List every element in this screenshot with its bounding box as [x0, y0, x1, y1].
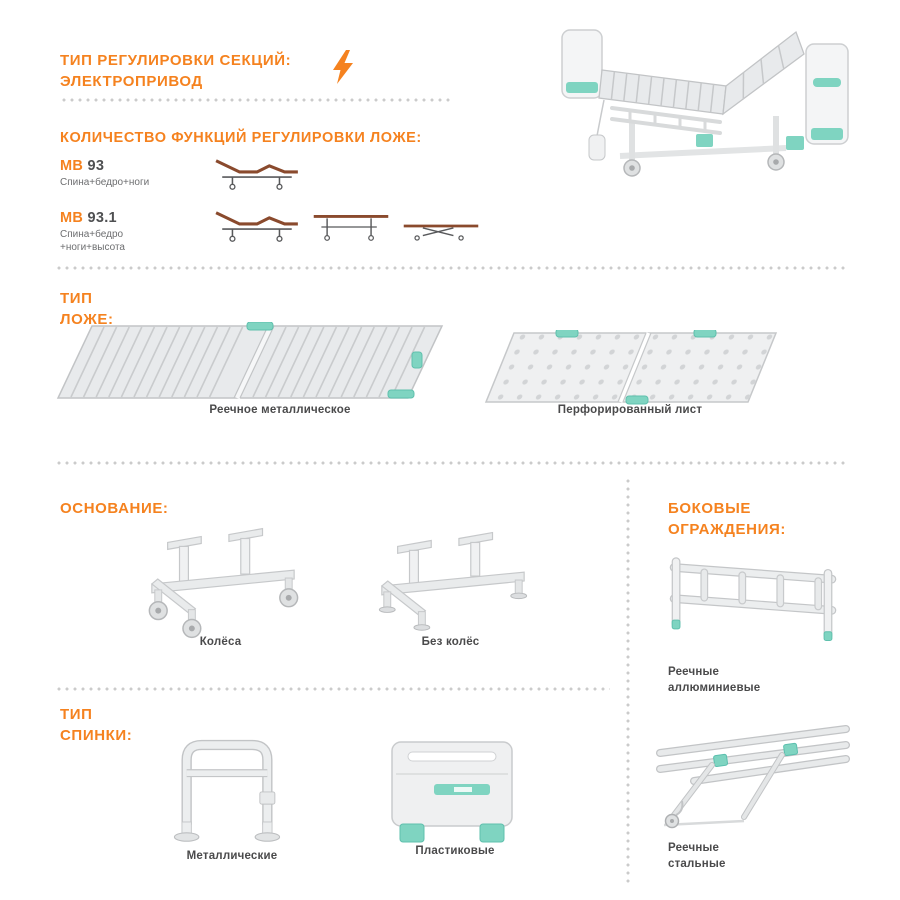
adjustment-title-line1: ТИП РЕГУЛИРОВКИ СЕКЦИЙ:	[60, 52, 292, 69]
wheels-label: Колёса	[199, 636, 242, 648]
model-desc-line1: Спина+бедро	[60, 229, 124, 240]
bed-base-title: ТИП ЛОЖЕ:	[60, 288, 114, 330]
no-wheels-illustration	[378, 531, 528, 631]
model-name: МВ 93.1	[60, 210, 125, 226]
aluminum-rail-label-line2: аллюминиевые	[668, 682, 761, 694]
headboards-title-line1: ТИП	[60, 706, 93, 723]
plastic-headboard-label: Пластиковые	[415, 845, 495, 857]
metal-headboard-illustration	[173, 739, 281, 842]
perforated-base-label: Перфорированный лист	[557, 404, 703, 416]
functions-title: КОЛИЧЕСТВО ФУНКЦИЙ РЕГУЛИРОВКИ ЛОЖЕ:	[60, 130, 422, 146]
model-name: МВ 93	[60, 158, 149, 174]
profile-articulated-icon	[215, 211, 298, 242]
aluminum-rail-label-line1: Реечные	[668, 666, 720, 678]
side-rails-title-line1: БОКОВЫЕ	[668, 500, 751, 517]
steel-rail-illustration	[656, 725, 850, 829]
side-rails-title: БОКОВЫЕ ОГРАЖДЕНИЯ:	[668, 498, 786, 540]
model-desc: Спина+бедро+ноги	[60, 177, 150, 188]
no-wheels-label: Без колёс	[421, 636, 480, 648]
perforated-base-illustration	[484, 330, 778, 405]
profile-flat-icon	[313, 215, 389, 241]
divider-dotted	[55, 266, 845, 270]
steel-rail-label-line1: Реечные	[668, 842, 720, 854]
bed-illustration	[561, 29, 849, 177]
aluminum-rail-label: Реечные аллюминиевые	[668, 664, 760, 696]
model-desc-line2: +ноги+высота	[60, 241, 125, 253]
headboards-title: ТИП СПИНКИ:	[60, 704, 132, 746]
model-mb93: МВ 93 Спина+бедро+ноги	[60, 158, 149, 190]
divider-dotted	[60, 98, 450, 102]
steel-rail-label-line2: стальные	[668, 858, 726, 870]
wheels-illustration	[148, 527, 299, 639]
lightning-icon	[333, 50, 353, 84]
adjustment-title-line2: ЭЛЕКТРОПРИВОД	[60, 73, 203, 90]
plastic-headboard-illustration	[391, 741, 513, 843]
profile-height-icon	[403, 224, 479, 241]
slatted-base-label: Реечное металлическое	[209, 404, 351, 416]
steel-rail-label: Реечные стальные	[668, 840, 726, 872]
model-mb931: МВ 93.1 Спина+бедро +ноги+высота	[60, 210, 125, 254]
divider-dotted-vertical	[626, 477, 630, 885]
bed-base-title-line1: ТИП	[60, 290, 93, 307]
divider-dotted	[55, 461, 845, 465]
headboards-title-line2: СПИНКИ:	[60, 727, 133, 744]
adjustment-title: ТИП РЕГУЛИРОВКИ СЕКЦИЙ: ЭЛЕКТРОПРИВОД	[60, 50, 291, 92]
bed-base-title-line2: ЛОЖЕ:	[60, 311, 114, 328]
aluminum-rail-illustration	[669, 557, 837, 642]
model-number: 93	[87, 158, 105, 174]
profile-articulated-icon	[215, 159, 298, 190]
model-number: 93.1	[87, 210, 117, 226]
model-brand: МВ	[60, 158, 84, 174]
metal-headboard-label: Металлические	[186, 850, 278, 862]
side-rails-title-line2: ОГРАЖДЕНИЯ:	[668, 521, 786, 538]
divider-dotted	[55, 687, 610, 691]
slatted-base-illustration	[56, 322, 444, 400]
foundation-title: ОСНОВАНИЕ:	[60, 500, 169, 517]
model-brand: МВ	[60, 210, 84, 226]
